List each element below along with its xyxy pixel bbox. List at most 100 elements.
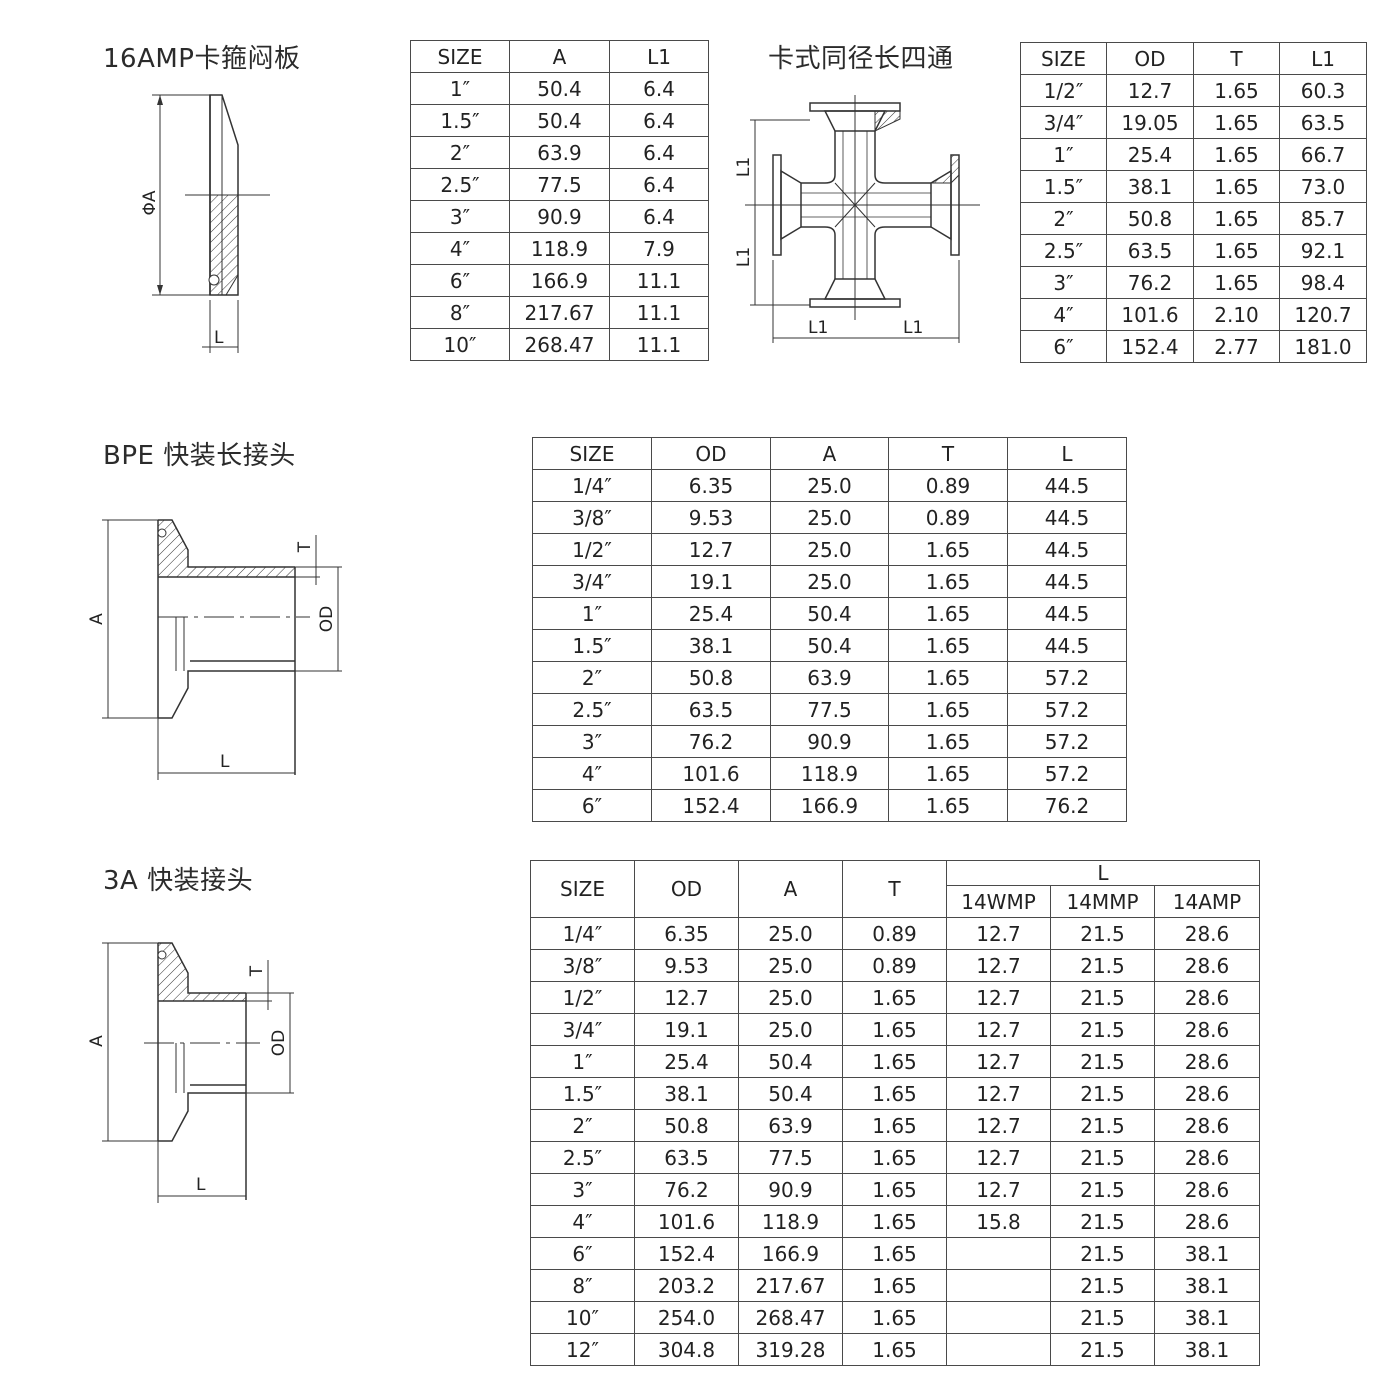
header-cell: 14MMP: [1050, 885, 1155, 918]
a-label: A: [87, 613, 107, 625]
table-cell: 73.0: [1279, 170, 1367, 203]
table-cell: 21.5: [1050, 1173, 1155, 1206]
table-cell: 38.1: [1153, 1301, 1261, 1334]
table-cell: 19.1: [651, 565, 771, 598]
table-cell: 63.5: [1106, 234, 1194, 267]
table-header-row: SIZE A L1: [410, 40, 709, 73]
table-cell: 1.65: [888, 533, 1008, 566]
table-cell: 85.7: [1279, 202, 1367, 235]
table-cell: 63.5: [634, 1141, 739, 1174]
table-cell: 6.35: [651, 469, 771, 502]
table-cell: 152.4: [634, 1237, 739, 1270]
table-cell: 217.67: [509, 296, 610, 329]
table-cell: 118.9: [509, 232, 610, 265]
table-cell: 25.0: [738, 949, 843, 982]
table-cell: 21.5: [1050, 917, 1155, 950]
table-cell: 63.9: [509, 136, 610, 169]
table-cell: 44.5: [1007, 629, 1127, 662]
table-cell: 25.4: [651, 597, 771, 630]
table-cell: 21.5: [1050, 1013, 1155, 1046]
table-cell: 166.9: [770, 789, 889, 822]
table-cell: 1.65: [888, 597, 1008, 630]
table-cell: 1.65: [842, 1205, 947, 1238]
table-cell: 28.6: [1153, 1109, 1261, 1142]
table-cell: 12.7: [946, 1141, 1051, 1174]
table-cell: 1″: [410, 72, 510, 105]
t-label: T: [247, 965, 267, 977]
table-cell: 1.65: [888, 565, 1008, 598]
table-cell: 1.65: [1193, 266, 1280, 299]
table-cell: 11.1: [609, 296, 709, 329]
table-cell: 0.89: [842, 949, 947, 982]
table-cell: 12.7: [946, 981, 1051, 1014]
table-cell: 3/4″: [532, 565, 652, 598]
l1-label: L1: [903, 318, 923, 338]
table-cell: 44.5: [1007, 533, 1127, 566]
table-cell: 1.65: [1193, 170, 1280, 203]
table-cell: 4″: [532, 757, 652, 790]
blind-plate-title: 16AMP卡箍闷板: [103, 44, 301, 74]
table-cell: 98.4: [1279, 266, 1367, 299]
t-label: T: [295, 541, 315, 553]
table-cell: 3″: [530, 1173, 635, 1206]
header-cell: SIZE: [410, 40, 510, 73]
l-label: L: [196, 1175, 206, 1195]
table-cell: 25.0: [738, 917, 843, 950]
table-cell: 3/4″: [1020, 106, 1107, 139]
table-cell: 50.4: [509, 104, 610, 137]
table-header-row: SIZE OD T L1: [1020, 42, 1367, 75]
table-subheader-row: 14WMP 14MMP 14AMP: [531, 885, 1261, 918]
table-cell: 1.65: [842, 1333, 947, 1366]
table-cell: 38.1: [651, 629, 771, 662]
table-cell: 38.1: [634, 1077, 739, 1110]
table-cell: 50.4: [738, 1077, 843, 1110]
table-cell: 25.4: [634, 1045, 739, 1078]
table-cell: 12.7: [946, 949, 1051, 982]
table-cell: 50.4: [738, 1045, 843, 1078]
table-cell: 2″: [1020, 202, 1107, 235]
table-cell: 6.4: [609, 104, 709, 137]
table-cell: 50.4: [770, 629, 889, 662]
table-cell: 4″: [1020, 298, 1107, 331]
table-header-row: SIZE OD A T L: [532, 437, 1127, 470]
header-cell: L: [1007, 437, 1127, 470]
table-cell: 120.7: [1279, 298, 1367, 331]
table-cell: 166.9: [509, 264, 610, 297]
table-cell: 12.7: [1106, 74, 1194, 107]
table-cell: 44.5: [1007, 597, 1127, 630]
table-cell: 1.65: [1193, 106, 1280, 139]
header-cell: L1: [609, 40, 709, 73]
table-cell: 1.65: [842, 981, 947, 1014]
table-cell: 25.0: [770, 565, 889, 598]
table-cell: 90.9: [770, 725, 889, 758]
table-cell: [946, 1237, 1051, 1270]
header-cell: SIZE: [530, 860, 635, 918]
table-cell: 21.5: [1050, 1109, 1155, 1142]
table-cell: 63.9: [770, 661, 889, 694]
table-cell: 1.65: [1193, 202, 1280, 235]
ferrule-3a-table: SIZE OD A T L 14WMP 14MMP 14AMP 1/4″6.35…: [530, 860, 1261, 1366]
table-cell: 21.5: [1050, 981, 1155, 1014]
table-cell: 6.35: [634, 917, 739, 950]
table-cell: 25.0: [738, 1013, 843, 1046]
table-cell: 28.6: [1153, 1045, 1261, 1078]
table-cell: 2″: [530, 1109, 635, 1142]
header-cell: SIZE: [1020, 42, 1107, 75]
table-cell: 2.10: [1193, 298, 1280, 331]
od-label: OD: [269, 1030, 289, 1056]
table-cell: 1″: [532, 597, 652, 630]
